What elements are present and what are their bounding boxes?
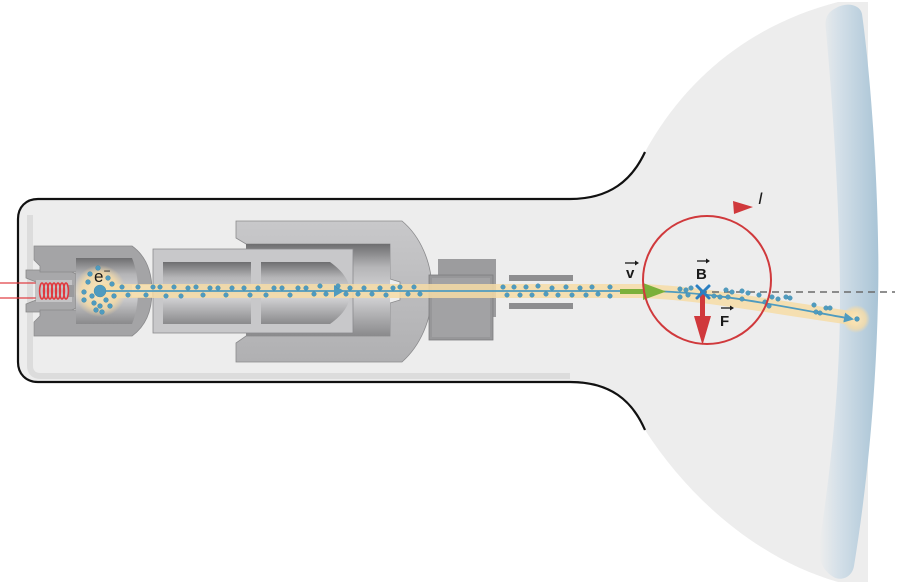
velocity-arrow (620, 283, 666, 300)
current-loop (642, 201, 772, 345)
electron-label: e− (94, 264, 110, 286)
svg-text:B: B (696, 266, 707, 283)
electron-cloud (81, 265, 117, 315)
cathode (25, 269, 77, 313)
beam-electrons (119, 283, 860, 322)
force-label: F (720, 305, 734, 330)
svg-text:F: F (720, 313, 729, 330)
beam-midpoint-arrow (334, 285, 344, 297)
svg-text:v: v (626, 265, 635, 282)
deflection-plates (509, 275, 573, 309)
current-label: I (758, 189, 763, 208)
magnetic-field-label: B (696, 258, 710, 283)
filament-heater (0, 282, 40, 299)
force-arrow (694, 292, 711, 345)
tube-outline (16, 151, 647, 431)
magnetic-field-into-page-icon (695, 284, 711, 300)
velocity-label: v (625, 260, 639, 282)
focusing-block (428, 259, 496, 341)
current-direction-arrow (733, 201, 753, 214)
